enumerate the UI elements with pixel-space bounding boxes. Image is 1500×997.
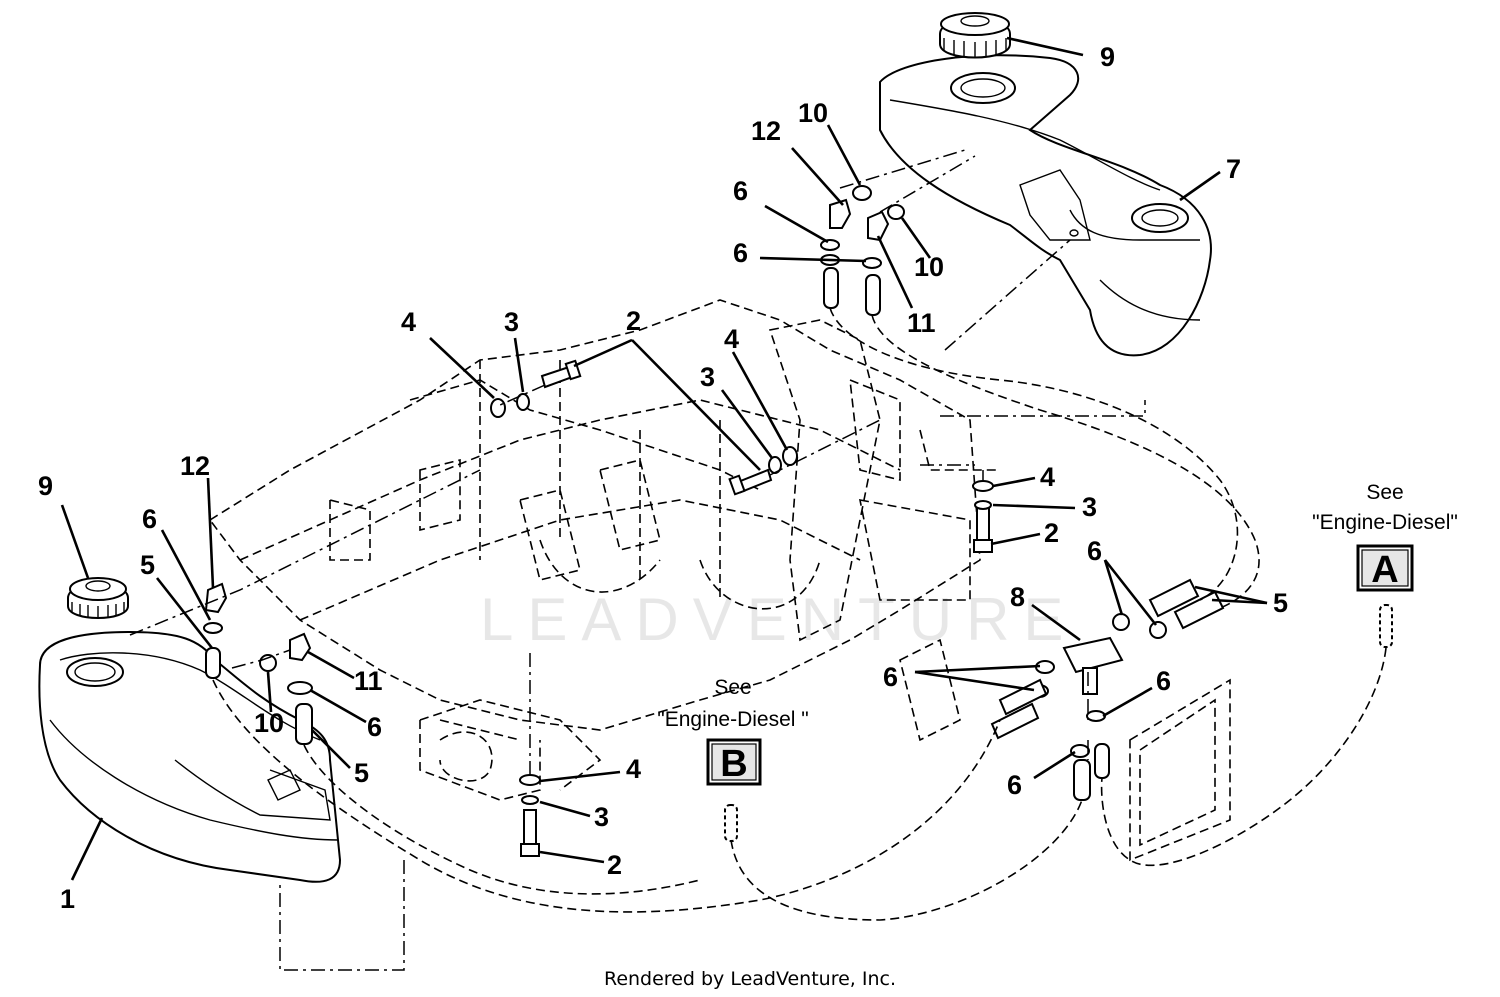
callout-1: 1 — [60, 884, 75, 914]
callout-3-right: 3 — [1082, 492, 1097, 522]
callout-5-right: 5 — [1273, 588, 1288, 618]
left-fuel-cap — [67, 577, 129, 619]
right-fuel-tank — [879, 54, 1212, 357]
reference-b: See "Engine-Diesel " B — [657, 676, 809, 786]
callout-3-top: 3 — [504, 307, 519, 337]
callout-2-top: 2 — [626, 306, 641, 336]
callout-12-right: 12 — [751, 116, 781, 146]
callout-4-right: 4 — [1040, 462, 1055, 492]
callout-11-left: 11 — [354, 666, 383, 696]
callout-6-left-low: 6 — [367, 712, 382, 742]
callout-12-left: 12 — [180, 451, 210, 481]
callout-10-left: 10 — [254, 708, 284, 738]
callout-9-right: 9 — [1100, 42, 1115, 72]
reference-a-target: "Engine-Diesel" — [1312, 511, 1458, 534]
callout-6-tee-left: 6 — [883, 662, 898, 692]
alignment-lines — [129, 149, 1146, 971]
reference-b-letter: B — [720, 743, 747, 785]
callout-2-bottom: 2 — [607, 850, 622, 880]
reference-a-letter: A — [1371, 549, 1398, 591]
callout-5-left: 5 — [140, 550, 155, 580]
reference-b-target: "Engine-Diesel " — [657, 708, 808, 731]
watermark-text: LEADVENTURE — [480, 586, 1077, 653]
callout-6-top: 6 — [733, 176, 748, 206]
callout-7: 7 — [1226, 154, 1241, 184]
callout-2-right: 2 — [1044, 518, 1059, 548]
callout-4-top: 4 — [401, 307, 416, 337]
callout-9-left: 9 — [38, 471, 53, 501]
callout-8: 8 — [1010, 582, 1025, 612]
callout-4-mid: 4 — [724, 324, 739, 354]
callout-4-bottom: 4 — [626, 754, 641, 784]
callout-labels: 1 9 9 12 6 5 7 12 10 6 6 10 11 4 3 2 4 3… — [38, 42, 1288, 914]
left-fuel-tank — [38, 630, 342, 883]
frame-assembly — [208, 299, 1231, 862]
callout-5-left-low: 5 — [354, 758, 369, 788]
callout-3-mid: 3 — [700, 362, 715, 392]
right-fuel-cap — [939, 12, 1011, 59]
callout-3-bottom: 3 — [594, 802, 609, 832]
callout-6-left: 6 — [142, 504, 157, 534]
callout-6-mid: 6 — [733, 238, 748, 268]
leader-lines — [60, 36, 1268, 881]
callout-10-top: 10 — [798, 98, 828, 128]
callout-6-tee-top: 6 — [1087, 536, 1102, 566]
hardware-parts — [203, 185, 1393, 857]
callout-6-bottom: 6 — [1007, 770, 1022, 800]
callout-11-right: 11 — [907, 308, 936, 338]
reference-a: See "Engine-Diesel" A — [1312, 481, 1458, 592]
callout-6-tee-right: 6 — [1156, 666, 1171, 696]
footer-credit: Rendered by LeadVenture, Inc. — [604, 968, 896, 990]
reference-a-see: See — [1366, 481, 1403, 504]
fuel-lines — [212, 307, 1387, 921]
reference-b-see: See — [714, 676, 751, 699]
callout-10-right: 10 — [914, 252, 944, 282]
